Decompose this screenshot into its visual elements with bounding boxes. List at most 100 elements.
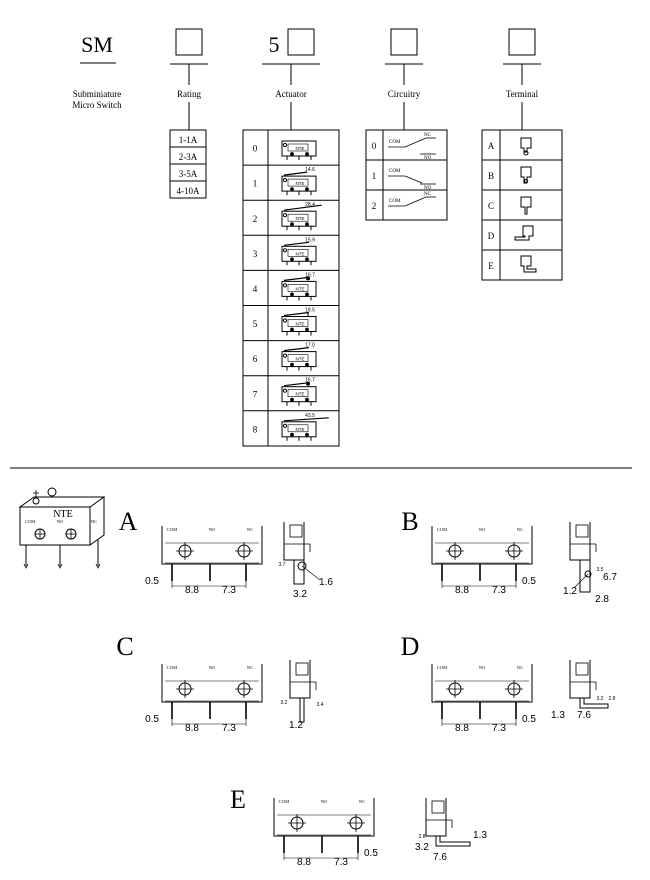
terminal-icon-b [520, 166, 532, 184]
actuator-dimension: 28.4 [305, 202, 315, 208]
view-pin-label: COM [279, 799, 289, 804]
actuator-dimension: 43.5 [305, 413, 315, 419]
view-side-dim: 7.6 [577, 710, 591, 721]
side-view-c [289, 660, 317, 723]
actuator-code: 1 [253, 179, 258, 189]
actuator-code: 0 [253, 144, 258, 154]
side-view-b-labels: 3.56.7 1.2 2.8 [563, 567, 617, 605]
view-pin-label: COM [437, 527, 447, 532]
series-desc-line2: Micro Switch [72, 100, 122, 110]
actuator-switch-icon [281, 204, 322, 231]
view-pin-width-dim: 0.5 [145, 714, 159, 725]
side-view-a [283, 522, 321, 585]
actuator-switch-icon [281, 381, 317, 406]
actuator-prefix: 5 [269, 32, 280, 57]
view-side-dim: 6.7 [603, 572, 617, 583]
view-pin-label: COM [167, 665, 177, 670]
actuator-code: 2 [253, 214, 258, 224]
view-pin-label: NO [479, 527, 486, 532]
terminal-table: A B C D E [481, 129, 563, 281]
view-pitch-dim: 8.8 [185, 585, 199, 596]
actuator-code: 4 [253, 284, 258, 294]
terminal-code-box [508, 28, 536, 56]
circuitry-table: 0 1 2 COM NC NO COM NO COM NC [365, 129, 448, 221]
actuator-code: 6 [253, 354, 258, 364]
view-side-dim: 3.2 [293, 589, 307, 600]
front-view-c [161, 664, 263, 726]
actuator-body-brand: NTE [296, 357, 305, 362]
view-pin-label: NC [359, 799, 365, 804]
terminal-code: B [488, 171, 494, 181]
actuator-body-brand: NTE [296, 216, 305, 221]
view-side-dim: 1.3 [551, 710, 565, 721]
view-pitch-dim: 8.8 [297, 857, 311, 868]
circuitry-code: 0 [372, 141, 377, 151]
circuitry-label: Circuitry [388, 89, 421, 99]
view-side-dim: 2.8 [419, 834, 426, 840]
view-pitch-dim: 7.3 [334, 857, 348, 868]
actuator-body-brand: NTE [296, 427, 305, 432]
view-letter-c: C [116, 632, 133, 661]
view-side-dim: 3.5 [597, 567, 604, 573]
view-pin-width-dim: 0.5 [145, 576, 159, 587]
view-pin-label: NO [479, 665, 486, 670]
view-letter-e: E [230, 785, 246, 814]
circuit-symbol-spst-no: COM NO [388, 169, 436, 191]
circuitry-code: 2 [372, 201, 377, 211]
view-pitch-dim: 8.8 [455, 585, 469, 596]
side-view-e [425, 798, 471, 847]
view-pin-label: NO [209, 665, 216, 670]
view-side-dim: 3.7 [279, 562, 286, 568]
view-side-dim: 7.6 [433, 852, 447, 863]
circuit-label: COM [389, 169, 401, 174]
actuator-dimension: 16.7 [305, 272, 315, 278]
ordering-code: SM Subminiature Micro Switch Rating 5 Ac… [72, 28, 541, 130]
illustration-brand: NTE [53, 509, 72, 520]
side-view-a-labels: 3.7 1.6 3.2 [279, 562, 334, 600]
side-view-e-labels: 2.83.27.61.3 [415, 830, 487, 863]
rating-option: 2-3A [179, 152, 198, 162]
illustration-pin-label: NC [91, 519, 97, 524]
terminal-icon-a [520, 137, 532, 156]
circuit-label: NO [424, 156, 432, 161]
circuitry-code-box [390, 28, 418, 56]
rating-table: 1-1A 2-3A 3-5A 4-10A [169, 129, 207, 199]
view-side-dim: 2.8 [595, 594, 609, 605]
view-side-dim: 1.3 [473, 830, 487, 841]
view-pin-width-dim: 0.5 [522, 576, 536, 587]
actuator-code-box [287, 28, 315, 56]
series-desc-line1: Subminiature [73, 89, 122, 99]
view-side-dim: 3.4 [317, 702, 324, 708]
actuator-body-brand: NTE [296, 251, 305, 256]
actuator-switch-icon [281, 276, 317, 301]
view-pin-label: NC [517, 527, 523, 532]
view-pitch-dim: 8.8 [455, 723, 469, 734]
circuit-label: COM [389, 199, 401, 204]
view-pitch-dim: 7.3 [222, 585, 236, 596]
circuit-label: COM [389, 140, 401, 145]
actuator-dimension: 16.7 [305, 378, 315, 384]
terminal-code: D [488, 231, 495, 241]
view-pin-width-dim: 0.5 [364, 848, 378, 859]
terminal-code: A [488, 141, 495, 151]
view-side-dim: 1.6 [319, 577, 333, 588]
actuator-dimension: 14.6 [305, 167, 315, 173]
view-letter-d: D [401, 632, 420, 661]
illustration-pin-label: COM [25, 519, 35, 524]
actuator-switch-icon [281, 311, 317, 336]
side-view-b [569, 522, 597, 593]
front-view-a [161, 526, 263, 588]
illustration-pin-label: NO [57, 519, 64, 524]
view-side-dim: 1.2 [563, 586, 577, 597]
front-view-e [273, 798, 375, 860]
circuit-label: NC [424, 192, 432, 197]
side-view-d [569, 660, 609, 709]
